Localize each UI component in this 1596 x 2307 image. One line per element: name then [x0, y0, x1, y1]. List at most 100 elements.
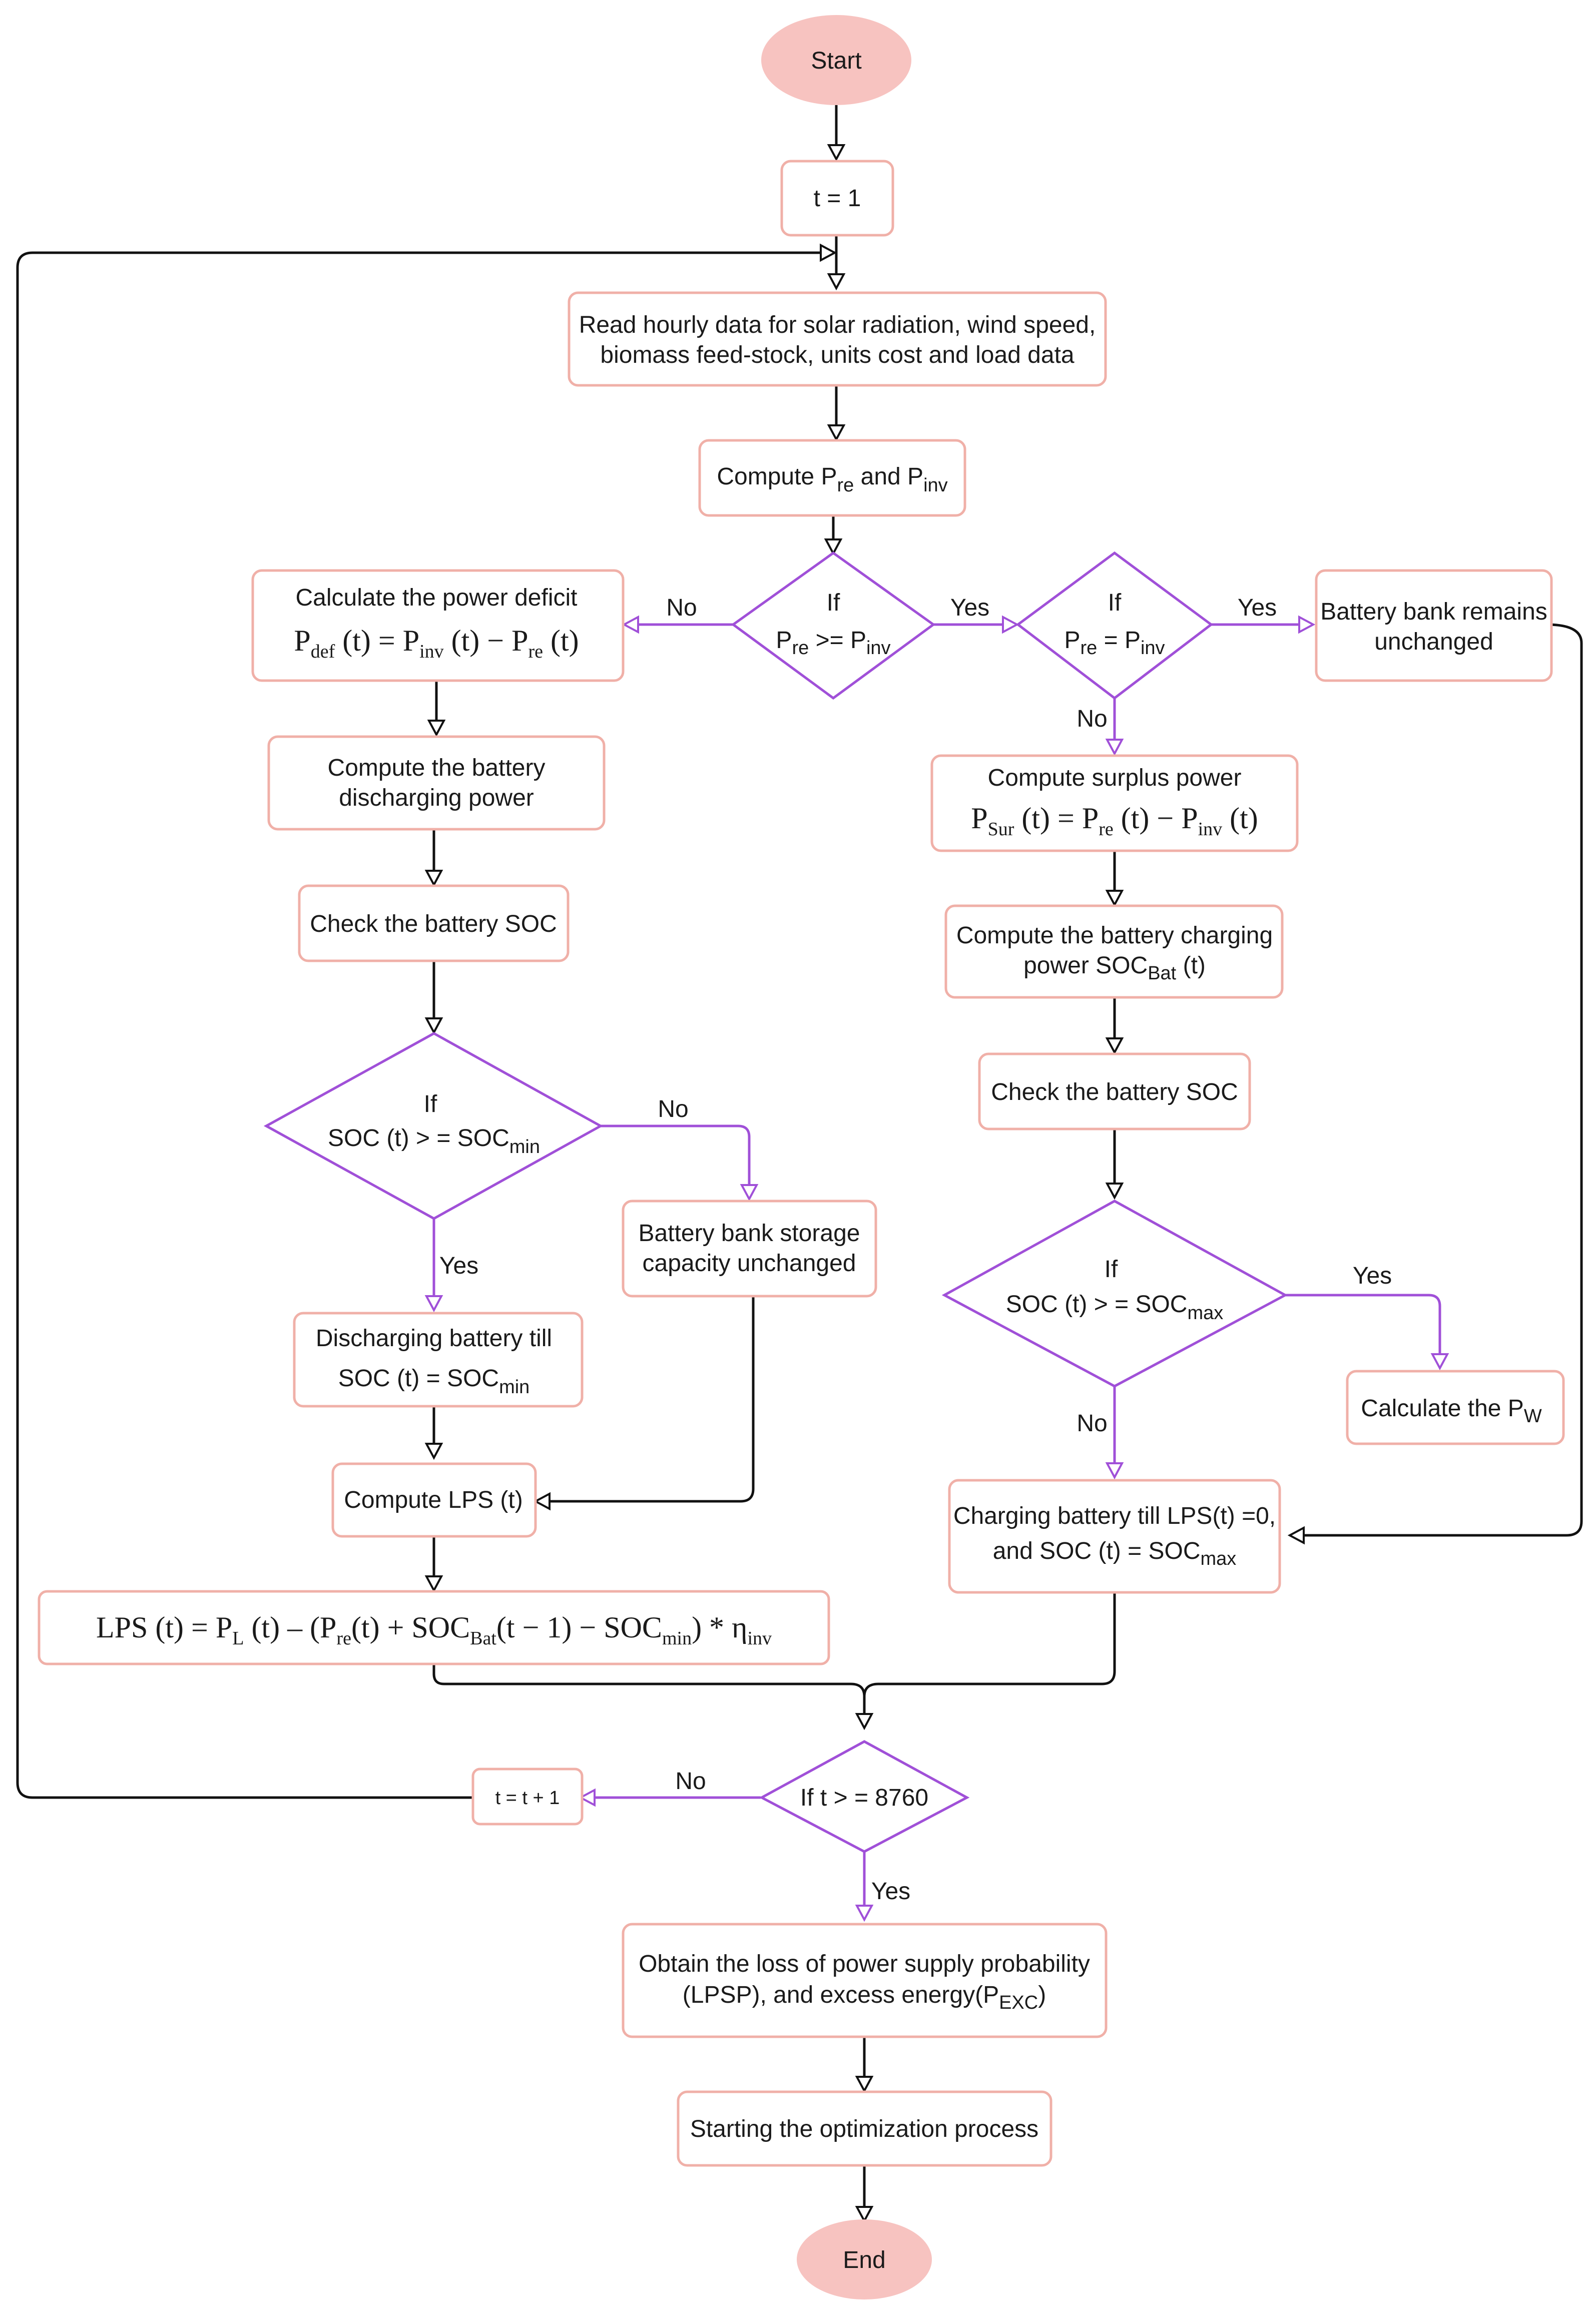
charging-power-line2: power SOCBat (t): [1023, 952, 1206, 984]
charging-power-line1: Compute the battery charging: [956, 922, 1273, 949]
label-d3-no: No: [658, 1096, 688, 1122]
discharging-power-line1: Compute the battery: [328, 755, 546, 781]
arrowhead: [740, 1184, 759, 1202]
decision-if-label: If: [1105, 1256, 1118, 1283]
read-data-node: Read hourly data for solar radiation, wi…: [568, 291, 1107, 387]
check-soc-left-label: Check the battery SOC: [310, 911, 557, 937]
edge-loop-back: [16, 251, 823, 1799]
label-d4-yes: Yes: [1353, 1263, 1392, 1289]
decision-if-label: If: [827, 590, 840, 616]
check-soc-right-label: Check the battery SOC: [991, 1079, 1238, 1105]
discharging-till-node: Discharging battery till SOC (t) = SOCmi…: [293, 1312, 584, 1408]
label-d2-no: No: [1077, 706, 1107, 732]
storage-unchanged-node: Battery bank storage capacity unchanged: [622, 1200, 877, 1298]
decision-5-condition: If t > = 8760: [800, 1785, 928, 1811]
optimization-node: Starting the optimization process: [677, 2090, 1052, 2167]
label-d4-no: No: [1077, 1410, 1107, 1437]
end-label: End: [843, 2247, 885, 2273]
calc-pw-label: Calculate the PW: [1361, 1395, 1542, 1427]
arrowhead: [827, 144, 846, 162]
bank-unchanged-node: Battery bank remains unchanged: [1315, 569, 1553, 682]
arrowhead: [424, 1017, 443, 1035]
label-d3-yes: Yes: [439, 1253, 478, 1279]
surplus-power-node: Compute surplus power PSur (t) = Pre (t)…: [930, 754, 1299, 852]
arrowhead: [855, 2206, 874, 2223]
charging-till-line2: and SOC (t) = SOCmax: [993, 1538, 1237, 1569]
compute-pre-node: Compute Pre and Pinv: [698, 439, 966, 517]
arrowhead: [827, 273, 846, 291]
calc-pw-node: Calculate the PW: [1346, 1370, 1565, 1445]
discharging-power-line2: discharging power: [339, 785, 534, 811]
init-label: t = 1: [814, 185, 861, 212]
arrowhead: [1105, 1183, 1124, 1200]
decision-pre-eq-pinv: If Pre = Pinv: [1015, 551, 1214, 700]
lpsp-node: Obtain the loss of power supply probabil…: [622, 1923, 1108, 2038]
arrowhead: [1298, 615, 1316, 634]
read-data-line2: biomass feed-stock, units cost and load …: [600, 342, 1075, 368]
arrowhead: [1105, 739, 1124, 756]
arrowhead: [1105, 890, 1124, 907]
arrowhead: [1430, 1353, 1449, 1371]
arrowhead: [1105, 1037, 1124, 1055]
label-d5-no: No: [675, 1768, 706, 1795]
decision-t-8760: If t > = 8760: [759, 1740, 970, 1853]
optimization-label: Starting the optimization process: [690, 2116, 1038, 2142]
compute-lps-label: Compute LPS (t): [344, 1487, 522, 1513]
surplus-power-equation: PSur (t) = Pre (t) − Pinv (t): [971, 802, 1258, 840]
charging-till-line1: Charging battery till LPS(t) =0,: [953, 1503, 1276, 1529]
decision-if-label: If: [1108, 590, 1122, 616]
label-d5-yes: Yes: [871, 1878, 910, 1905]
decision-soc-min: If SOC (t) > = SOCmin: [263, 1032, 604, 1220]
label-d1-yes: Yes: [950, 595, 989, 621]
storage-unchanged-line1: Battery bank storage: [639, 1220, 860, 1247]
decision-4-condition: SOC (t) > = SOCmax: [1006, 1291, 1224, 1324]
edge-d3-no: [601, 1124, 751, 1189]
label-d1-no: No: [666, 595, 697, 621]
edge-labels: No Yes Yes No No Yes Yes No No Yes: [439, 595, 1392, 1905]
charging-till-node: Charging battery till LPS(t) =0, and SOC…: [948, 1479, 1281, 1594]
storage-unchanged-line2: capacity unchanged: [643, 1250, 856, 1277]
label-d2-yes: Yes: [1238, 595, 1277, 621]
edge-eq-merge: [432, 1664, 866, 1719]
decision-if-label: If: [424, 1091, 437, 1117]
arrowhead: [424, 1443, 443, 1460]
arrowhead: [820, 243, 837, 262]
arrowhead: [1287, 1526, 1305, 1545]
power-deficit-title: Calculate the power deficit: [296, 585, 578, 611]
compute-pre-label: Compute Pre and Pinv: [717, 463, 947, 496]
arrowhead: [827, 424, 846, 442]
decision-2-condition: Pre = Pinv: [1064, 627, 1165, 659]
arrowhead: [1105, 1462, 1124, 1480]
arrowhead: [855, 1905, 874, 1922]
edge-charging-merge: [863, 1592, 1116, 1697]
arrowhead: [424, 870, 443, 887]
edge-d4-yes: [1285, 1294, 1441, 1359]
lpsp-line1: Obtain the loss of power supply probabil…: [639, 1951, 1090, 1977]
read-data-line1: Read hourly data for solar radiation, wi…: [579, 312, 1096, 338]
arrowhead: [533, 1492, 551, 1511]
arrowhead: [1002, 615, 1019, 634]
edge-bank-charging: [1297, 623, 1583, 1537]
edges: [16, 105, 1583, 2223]
arrowhead: [855, 2076, 874, 2093]
edge-storage-lps: [543, 1280, 755, 1503]
lps-equation: LPS (t) = PL (t) – (Pre(t) + SOCBat(t − …: [96, 1611, 772, 1649]
start-label: Start: [811, 48, 861, 74]
check-soc-left-node: Check the battery SOC: [298, 884, 570, 962]
bank-unchanged-line1: Battery bank remains: [1320, 599, 1547, 625]
surplus-power-title: Compute surplus power: [988, 765, 1242, 791]
increment-t-node: t = t + 1: [471, 1768, 584, 1826]
arrowhead: [578, 1788, 596, 1807]
decision-edges: [424, 615, 1449, 1922]
decision-1-condition: Pre >= Pinv: [776, 627, 890, 659]
lpsp-line2: (LPSP), and excess energy(PEXC): [683, 1982, 1046, 2013]
compute-lps-node: Compute LPS (t): [331, 1462, 537, 1538]
decision-pre-ge-pinv: If Pre >= Pinv: [731, 551, 936, 700]
discharging-power-node: Compute the battery discharging power: [267, 735, 606, 831]
decision-soc-max: If SOC (t) > = SOCmax: [941, 1200, 1288, 1388]
end-node: End: [797, 2219, 932, 2299]
lps-equation-node: LPS (t) = PL (t) – (Pre(t) + SOCBat(t − …: [38, 1590, 830, 1665]
increment-t-label: t = t + 1: [495, 1788, 560, 1809]
